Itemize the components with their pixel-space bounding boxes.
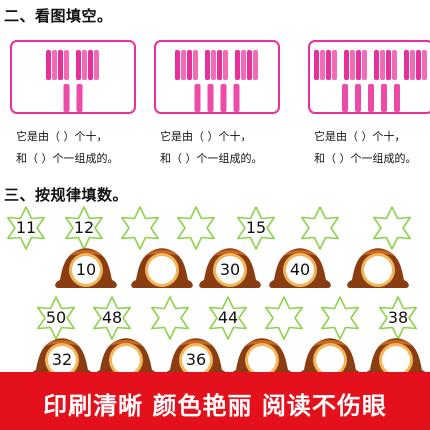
number-pot [128, 244, 196, 294]
counting-panel [308, 40, 430, 114]
pot-shape [269, 248, 331, 288]
stick-bundle [404, 50, 427, 80]
single-stick [76, 84, 83, 112]
number-pot: 36 [162, 334, 230, 384]
number-pot [92, 334, 160, 384]
promo-banner: 印刷清晰 颜色艳丽 阅读不伤眼 [0, 372, 430, 430]
single-stick [394, 84, 400, 112]
stick-bundle [175, 50, 198, 80]
star-shape [373, 206, 411, 250]
pot-number: 30 [219, 260, 241, 279]
number-pot: 30 [196, 244, 264, 294]
number-pot: 10 [52, 244, 120, 294]
number-pot [296, 334, 364, 384]
single-stick [207, 84, 214, 112]
pot-shape [31, 338, 93, 378]
tens-sentence: 它是由（ ）个十， [160, 130, 252, 143]
stick-illustration [46, 50, 99, 112]
star-shape [265, 296, 303, 340]
number-star: 11 [2, 206, 50, 250]
pot-shape [231, 338, 293, 378]
pot-shape [347, 248, 409, 288]
pot-shape [55, 248, 117, 288]
star-number: 11 [15, 218, 37, 237]
ones-sentence: 和（ ）个一组成的。 [314, 152, 417, 165]
pot-number: 32 [51, 350, 73, 369]
star-number: 48 [101, 308, 123, 327]
number-star: 44 [204, 296, 252, 340]
pot-shape [131, 248, 193, 288]
number-pot [362, 334, 430, 384]
single-stick [342, 84, 348, 112]
pot-shape [199, 248, 261, 288]
single-stick [368, 84, 374, 112]
number-star [260, 296, 308, 340]
single-stick [233, 84, 240, 112]
pot-shape [95, 338, 157, 378]
star-number: 12 [73, 218, 95, 237]
stick-bundle [76, 50, 99, 80]
stick-bundle [46, 50, 69, 80]
star-shape [93, 296, 131, 340]
number-star [116, 206, 164, 250]
section3-title: 三、按规律填数。 [4, 186, 129, 204]
star-number: 44 [217, 308, 239, 327]
ones-sentence: 和（ ）个一组成的。 [16, 152, 119, 165]
stick-bundle [235, 50, 258, 80]
number-star [296, 206, 344, 250]
stick-illustration [314, 50, 427, 112]
counting-panel [154, 40, 280, 114]
number-star: 15 [232, 206, 280, 250]
star-number: 15 [245, 218, 267, 237]
star-shape [237, 206, 275, 250]
number-star: 48 [88, 296, 136, 340]
number-star [146, 296, 194, 340]
stick-bundle [374, 50, 397, 80]
number-pot [344, 244, 412, 294]
ones-sentence: 和（ ）个一组成的。 [160, 152, 263, 165]
star-shape [177, 206, 215, 250]
star-shape [321, 296, 359, 340]
number-star [368, 206, 416, 250]
stick-bundle [344, 50, 367, 80]
stick-illustration [175, 50, 258, 112]
single-stick [63, 84, 70, 112]
star-shape [7, 206, 45, 250]
single-stick [355, 84, 361, 112]
pot-shape [165, 338, 227, 378]
star-shape [37, 296, 75, 340]
section2-title: 二、看图填空。 [4, 7, 113, 25]
number-star [316, 296, 364, 340]
pot-shape [299, 338, 361, 378]
pot-number: 10 [75, 260, 97, 279]
single-stick [381, 84, 387, 112]
number-pot: 40 [266, 244, 334, 294]
pot-shape [365, 338, 427, 378]
stick-bundle [314, 50, 337, 80]
stick-bundle [205, 50, 228, 80]
star-shape [121, 206, 159, 250]
number-pot: 32 [28, 334, 96, 384]
number-star [172, 206, 220, 250]
star-shape [301, 206, 339, 250]
star-number: 38 [387, 308, 409, 327]
number-star: 50 [32, 296, 80, 340]
single-stick [220, 84, 227, 112]
star-shape [209, 296, 247, 340]
counting-panel [10, 40, 136, 114]
tens-sentence: 它是由（ ）个十， [314, 130, 406, 143]
tens-sentence: 它是由（ ）个十， [16, 130, 108, 143]
star-shape [151, 296, 189, 340]
pot-number: 40 [289, 260, 311, 279]
single-stick [194, 84, 201, 112]
star-number: 50 [45, 308, 67, 327]
number-pot [228, 334, 296, 384]
promo-banner-text: 印刷清晰 颜色艳丽 阅读不伤眼 [43, 392, 387, 420]
pot-number: 36 [185, 350, 207, 369]
